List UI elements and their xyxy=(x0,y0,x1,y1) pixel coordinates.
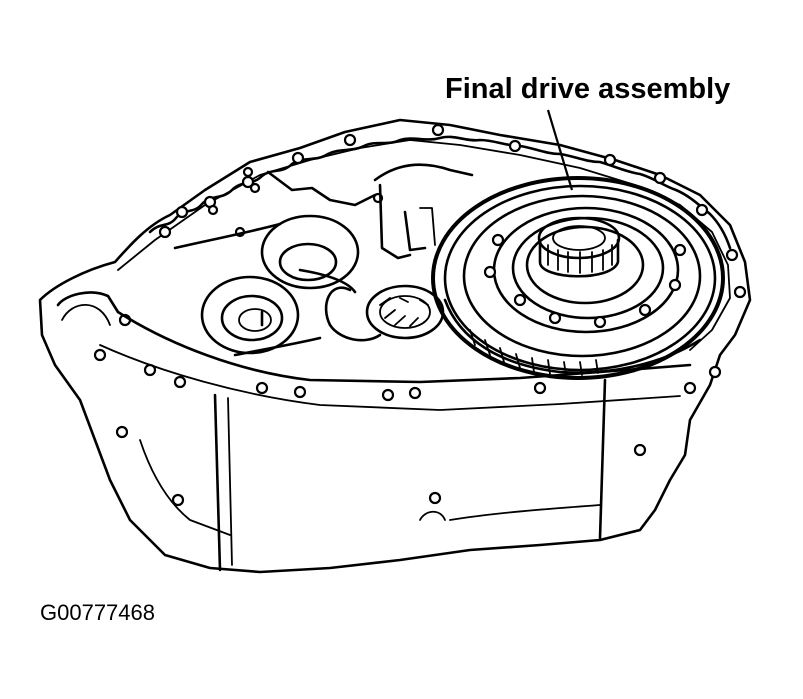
callout-label: Final drive assembly xyxy=(445,73,730,105)
final-drive-assembly xyxy=(431,176,725,380)
callout-leader-line xyxy=(546,109,574,191)
transaxle-case-drawing xyxy=(38,118,752,574)
figure-id: G00777468 xyxy=(40,600,155,625)
